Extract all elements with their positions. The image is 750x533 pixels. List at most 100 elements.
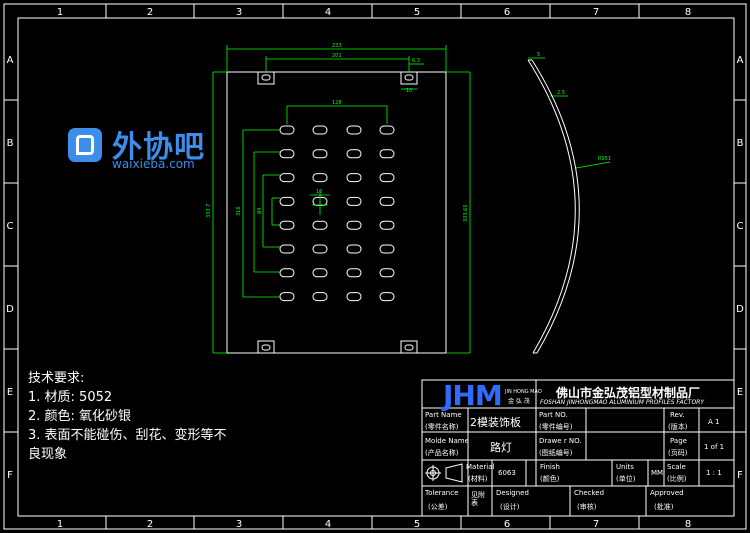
border-labels: 1 2 3 4 5 6 7 8 1 2 3 4 5 6 7 8 A B C D … (6, 7, 744, 530)
tolerance-label: Tolerance (425, 489, 459, 497)
part-no-label-cn: (零件编号) (539, 423, 573, 431)
row-label-right: E (737, 387, 743, 398)
col-label-bottom: 4 (325, 519, 331, 530)
brand-logo: JHM (443, 379, 503, 412)
col-label-bottom: 8 (685, 519, 691, 530)
mounting-tabs (257, 72, 418, 353)
page-label-cn: (页码) (668, 449, 688, 457)
finish-label-cn: (颜色) (540, 475, 560, 483)
dim-left-inner-2: 84 (257, 208, 263, 214)
slot (346, 173, 362, 183)
company-name-en: FOSHAN JINHONGMAO ALUMINIUM PROFILES FAC… (540, 399, 705, 406)
slot (379, 149, 395, 159)
checked-label: Checked (574, 489, 605, 497)
dim-left-overall: 333.7 (206, 204, 212, 218)
slot (346, 125, 362, 135)
row-label-right: C (737, 221, 744, 232)
logo-icon (68, 128, 102, 162)
slot (379, 220, 395, 230)
dim-arc-mid: 2.5 (557, 90, 565, 96)
row-label-left: E (7, 387, 13, 398)
slot (312, 149, 328, 159)
logo-text-en: waixieba.com (112, 157, 195, 171)
watermark-logo: 外协吧 waixieba.com (68, 124, 218, 174)
slot (346, 196, 362, 206)
row-label-left: C (7, 221, 14, 232)
side-profile (527, 59, 580, 354)
dim-top-inner: 201 (332, 53, 342, 59)
company-name-cn: 佛山市金弘茂铝型材制品厂 (556, 386, 701, 400)
slot (346, 149, 362, 159)
technical-requirements: 技术要求: 1. 材质: 5052 2. 颜色: 氧化砂银 3. 表面不能碰伤、… (28, 369, 227, 464)
brand-small-en: JIN HONG MAO (505, 389, 542, 395)
inner-border (17, 17, 735, 517)
part-name-label-cn: (零件名称) (425, 423, 459, 431)
slot (312, 244, 328, 254)
slot (279, 173, 295, 183)
col-label-bottom: 5 (414, 519, 420, 530)
model-label-cn: (产品名称) (425, 449, 459, 457)
col-label-top: 8 (685, 7, 691, 18)
border-ticks (4, 4, 746, 529)
dim-right-slot: 10 (406, 88, 412, 94)
tech-line: 良现象 (28, 447, 68, 462)
drawer-label-cn: (图纸编号) (539, 449, 573, 457)
slot (379, 244, 395, 254)
slot (379, 125, 395, 135)
slot (279, 244, 295, 254)
tolerance-value: 见附表 (471, 491, 485, 507)
title-block-lines (421, 379, 735, 517)
dimension-texts: 233 201 6.3 10 128 333.7 316 84 10 333.6… (206, 43, 611, 222)
slot (312, 268, 328, 278)
tech-line: 2. 颜色: 氧化砂银 (28, 409, 132, 424)
row-label-right: D (736, 304, 744, 315)
slot (312, 292, 328, 302)
rev-label: Rev. (670, 411, 685, 419)
slot (279, 220, 295, 230)
plate-outline (226, 71, 447, 354)
units-label-cn: (单位) (616, 475, 636, 483)
page-value: 1 of 1 (704, 443, 725, 451)
finish-label: Finish (540, 463, 560, 471)
slot (279, 268, 295, 278)
part-no-label: Part NO. (539, 411, 568, 419)
units-label: Units (616, 463, 634, 471)
dim-left-inner-1: 316 (236, 206, 242, 216)
dim-slot-row: 128 (332, 100, 342, 106)
col-label-top: 2 (147, 7, 153, 18)
rev-value: A 1 (708, 418, 720, 426)
scale-value: 1 : 1 (706, 469, 722, 477)
tech-title: 技术要求: (28, 371, 85, 386)
slot (379, 292, 395, 302)
designed-label: Designed (496, 489, 529, 497)
slot (379, 173, 395, 183)
col-label-top: 3 (236, 7, 242, 18)
page-label: Page (670, 437, 687, 445)
tech-line: 1. 材质: 5052 (28, 390, 113, 405)
col-label-bottom: 7 (593, 519, 599, 530)
col-label-bottom: 1 (57, 519, 63, 530)
col-label-top: 6 (504, 7, 510, 18)
slot (279, 292, 295, 302)
scale-label: Scale (667, 463, 686, 471)
row-label-left: A (7, 55, 14, 66)
part-name-value: 2模装饰板 (470, 416, 521, 429)
material-label-cn: (材料) (468, 475, 488, 483)
slot (379, 268, 395, 278)
slot (279, 196, 295, 206)
col-label-bottom: 6 (504, 519, 510, 530)
logo-text-cn: 外协吧 (112, 130, 205, 165)
col-label-top: 1 (57, 7, 63, 18)
slot (312, 173, 328, 183)
tech-line: 3. 表面不能碰伤、刮花、变形等不 (28, 428, 227, 443)
slot-pattern (279, 125, 395, 302)
slot (312, 125, 328, 135)
model-value: 路灯 (490, 441, 512, 454)
row-label-right: F (737, 470, 743, 481)
dim-arc-top: 5 (537, 52, 540, 58)
slot (312, 220, 328, 230)
dim-top-right: 6.3 (412, 58, 420, 64)
tolerance-label-cn: (公差) (428, 503, 448, 511)
slot (346, 268, 362, 278)
